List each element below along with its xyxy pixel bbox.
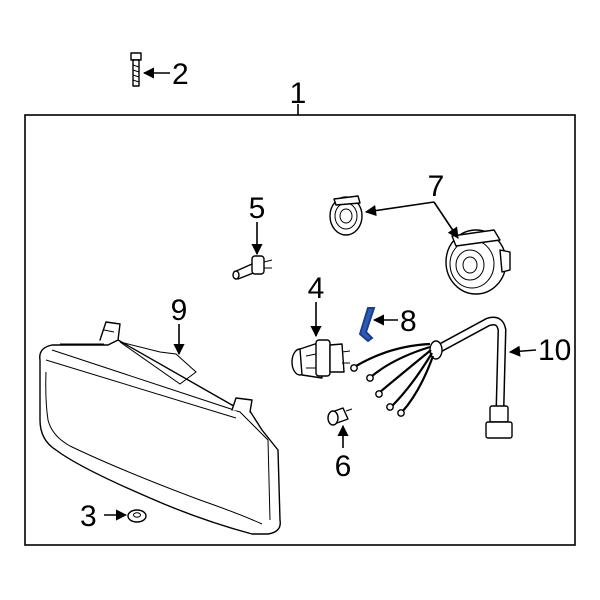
clip-part-8[interactable] (358, 307, 376, 343)
bulb-part-4[interactable] (291, 339, 351, 379)
callout-1[interactable]: 1 (290, 77, 307, 110)
headlamp-housing-part-9[interactable] (39, 321, 281, 535)
harness-part-10[interactable] (350, 316, 513, 439)
callout-10[interactable]: 10 (538, 334, 571, 367)
callout-7-leader-left (364, 201, 435, 217)
callout-10-leader (508, 345, 537, 357)
nut-part-3[interactable] (127, 509, 147, 523)
callout-8[interactable]: 8 (400, 305, 417, 338)
callout-9[interactable]: 9 (171, 294, 188, 327)
socket-part-7-large[interactable] (445, 229, 511, 295)
assembly-frame (24, 114, 576, 546)
callout-5[interactable]: 5 (249, 192, 266, 225)
callout-7-leader-right (433, 201, 459, 239)
bolt-part-2[interactable] (130, 52, 142, 87)
callout-4[interactable]: 4 (308, 272, 325, 305)
callout-6[interactable]: 6 (335, 450, 352, 483)
callout-3[interactable]: 3 (80, 500, 97, 533)
bulb-part-5[interactable] (232, 255, 273, 280)
callout-2[interactable]: 2 (172, 58, 189, 91)
bulb-part-6[interactable] (327, 407, 353, 426)
callout-7[interactable]: 7 (428, 170, 445, 203)
socket-part-7-small[interactable] (329, 195, 363, 236)
